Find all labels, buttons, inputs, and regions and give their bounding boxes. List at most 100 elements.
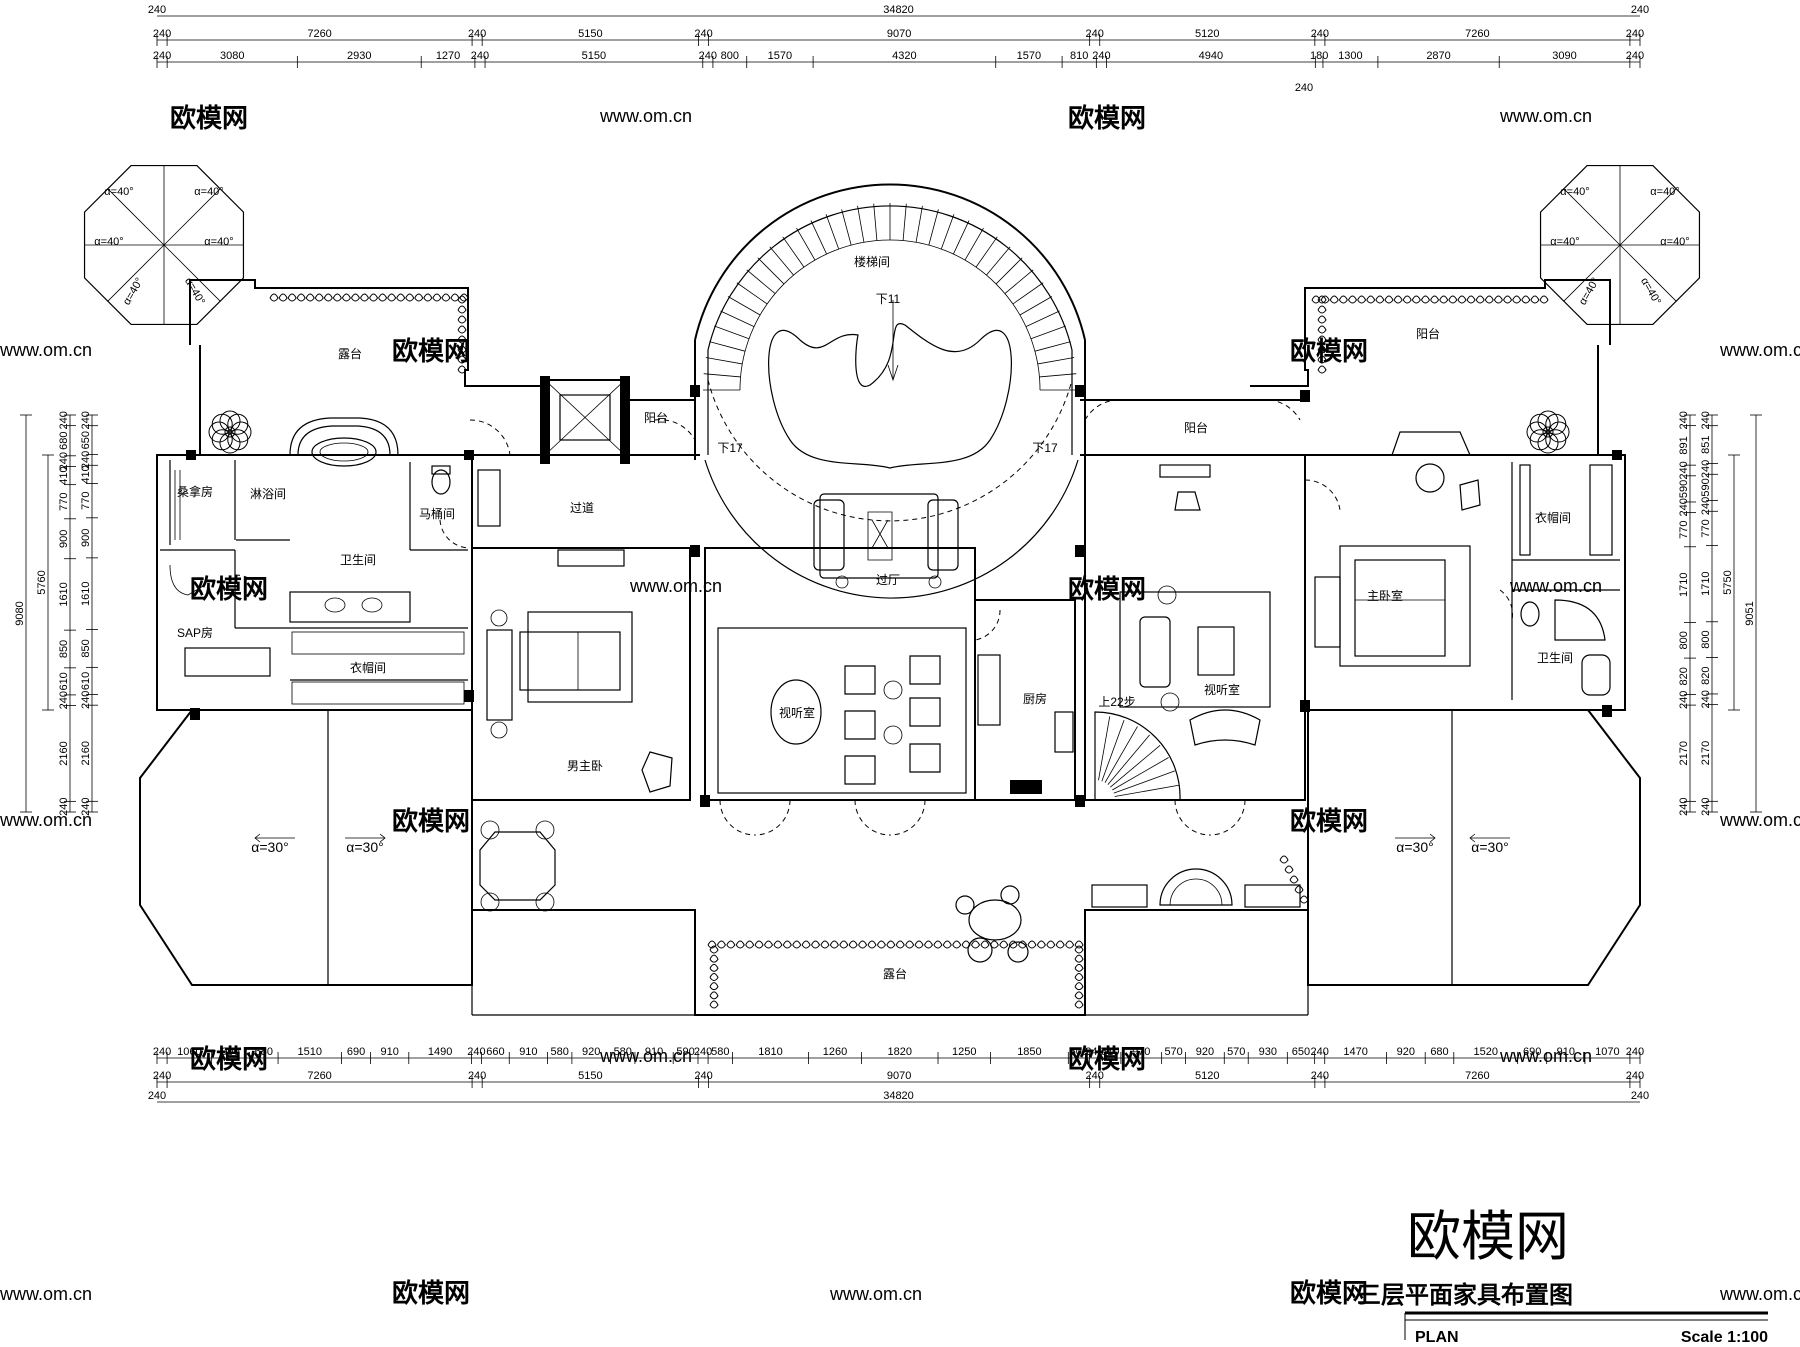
foyer-arc — [704, 459, 1079, 599]
left-mid-value: 5760 — [36, 570, 48, 594]
spiral-tread — [1107, 734, 1150, 785]
right-inner-value: 820 — [1678, 667, 1690, 685]
lamp — [490, 721, 508, 739]
bottom-detail-value: 240 — [467, 1046, 485, 1058]
right-wing-wall — [1304, 454, 1626, 711]
av-right-rug — [1119, 591, 1271, 708]
roof-arrow — [1469, 833, 1510, 843]
bottom-detail-value: 910 — [519, 1046, 537, 1058]
watermark-url: www.om.cn — [1499, 106, 1592, 126]
top-row-value: 240 — [694, 28, 712, 40]
umbrella-rib — [1619, 244, 1677, 302]
kitchen-counter — [977, 654, 1001, 726]
hedge-leaf — [1289, 875, 1299, 884]
bottom-detail-value: 660 — [486, 1046, 504, 1058]
right-inner-value: 1710 — [1678, 572, 1690, 596]
column — [1075, 795, 1085, 807]
left-detail-value: 240 — [58, 411, 70, 429]
male-master-rug — [527, 611, 633, 703]
umbrella-angle-label: α=40° — [94, 236, 123, 248]
hedge-leaf — [1055, 940, 1065, 949]
hedge-leaf — [876, 940, 886, 949]
left-inner-value: 650 — [80, 431, 92, 449]
top-row-value: 9070 — [887, 28, 911, 40]
hedge-leaf — [396, 293, 406, 302]
hedge-leaf — [457, 305, 467, 314]
stair-tread — [940, 214, 955, 250]
watermark-url: www.om.cn — [0, 1284, 92, 1304]
left-inner-value: 610 — [80, 672, 92, 690]
hedge-leaf — [709, 945, 719, 954]
stair-tread — [953, 220, 970, 255]
bottom-detail-value: 1490 — [428, 1046, 452, 1058]
umbrella-angle-label: α=40° — [1560, 186, 1589, 198]
bottom-row-value: 240 — [694, 1070, 712, 1082]
bath-bay — [289, 417, 399, 456]
top-row-value: 5120 — [1195, 28, 1219, 40]
doors — [234, 399, 1513, 836]
bottom-detail-value: 580 — [614, 1046, 632, 1058]
fountain — [1159, 868, 1233, 906]
top-detail-value: 2930 — [347, 50, 371, 62]
hedge-leaf — [1366, 295, 1376, 304]
right-detail-value: 820 — [1700, 666, 1712, 684]
stair-arrow — [887, 364, 899, 382]
hedge-leaf — [764, 940, 774, 949]
stair-tread — [873, 203, 878, 241]
label-bathroom-left: 卫生间 — [340, 553, 376, 567]
umbrella-angle-label: α=40° — [194, 186, 223, 198]
av-center-inner — [717, 627, 967, 794]
master-chair — [1459, 479, 1481, 511]
right-detail-value: 800 — [1700, 630, 1712, 648]
bottom-row-value: 7260 — [1465, 1070, 1489, 1082]
hedge-leaf — [886, 940, 896, 949]
right-detail-value: 590 — [1700, 478, 1712, 496]
stair-tread — [1012, 282, 1044, 305]
top-detail-value: 1300 — [1338, 50, 1362, 62]
hedge-leaf — [287, 293, 297, 302]
label-balcony-right: 阳台 — [1184, 420, 1208, 435]
hedge-leaf — [1393, 295, 1403, 304]
stair-tread — [746, 269, 776, 294]
umbrella-rib — [107, 244, 165, 302]
terrace-left-wall — [189, 279, 545, 387]
hedge-leaf — [378, 293, 388, 302]
label-closet-left: 衣帽间 — [350, 660, 386, 675]
stair-tread — [810, 220, 827, 255]
top-detail-value: 4940 — [1199, 50, 1223, 62]
foyer-lamp — [835, 575, 849, 589]
left-outer-value: 9080 — [14, 601, 26, 625]
umbrella-angle-label: α=40° — [204, 236, 233, 248]
stair-tread — [1025, 310, 1060, 327]
roof-arrow — [345, 833, 386, 843]
top-detail-value: 180 — [1310, 50, 1328, 62]
sink — [361, 597, 383, 613]
door-swing — [1209, 799, 1246, 836]
column — [464, 450, 474, 460]
hedge-leaf — [745, 940, 755, 949]
desk-chair — [1174, 491, 1201, 511]
roof-arrow — [254, 833, 295, 843]
male-master-wall — [471, 547, 691, 801]
bottom-row-value: 240 — [468, 1070, 486, 1082]
spiral-tread — [1114, 784, 1179, 797]
outdoor-table-left — [479, 820, 556, 912]
hedge-leaf — [820, 940, 830, 949]
hedge-leaf — [1448, 295, 1458, 304]
hedge-leaf — [1279, 855, 1289, 864]
stair-tread — [975, 236, 998, 268]
hedge-leaf — [1284, 865, 1294, 874]
left-detail-value: 240 — [58, 452, 70, 470]
hedge-leaf — [1317, 335, 1327, 344]
master-bay — [1391, 431, 1471, 456]
av-chair — [909, 743, 941, 773]
column — [540, 376, 550, 464]
hedge-leaf — [1074, 973, 1084, 981]
label-closet-right: 衣帽间 — [1535, 510, 1571, 525]
toilet-left — [431, 469, 451, 495]
top-detail-value: 240 — [471, 50, 489, 62]
hedge-leaf — [1027, 940, 1037, 949]
right-inner-value: 770 — [1678, 521, 1690, 539]
hedge-leaf — [1074, 963, 1084, 972]
watermark-text: 欧模网 — [1290, 1278, 1368, 1308]
